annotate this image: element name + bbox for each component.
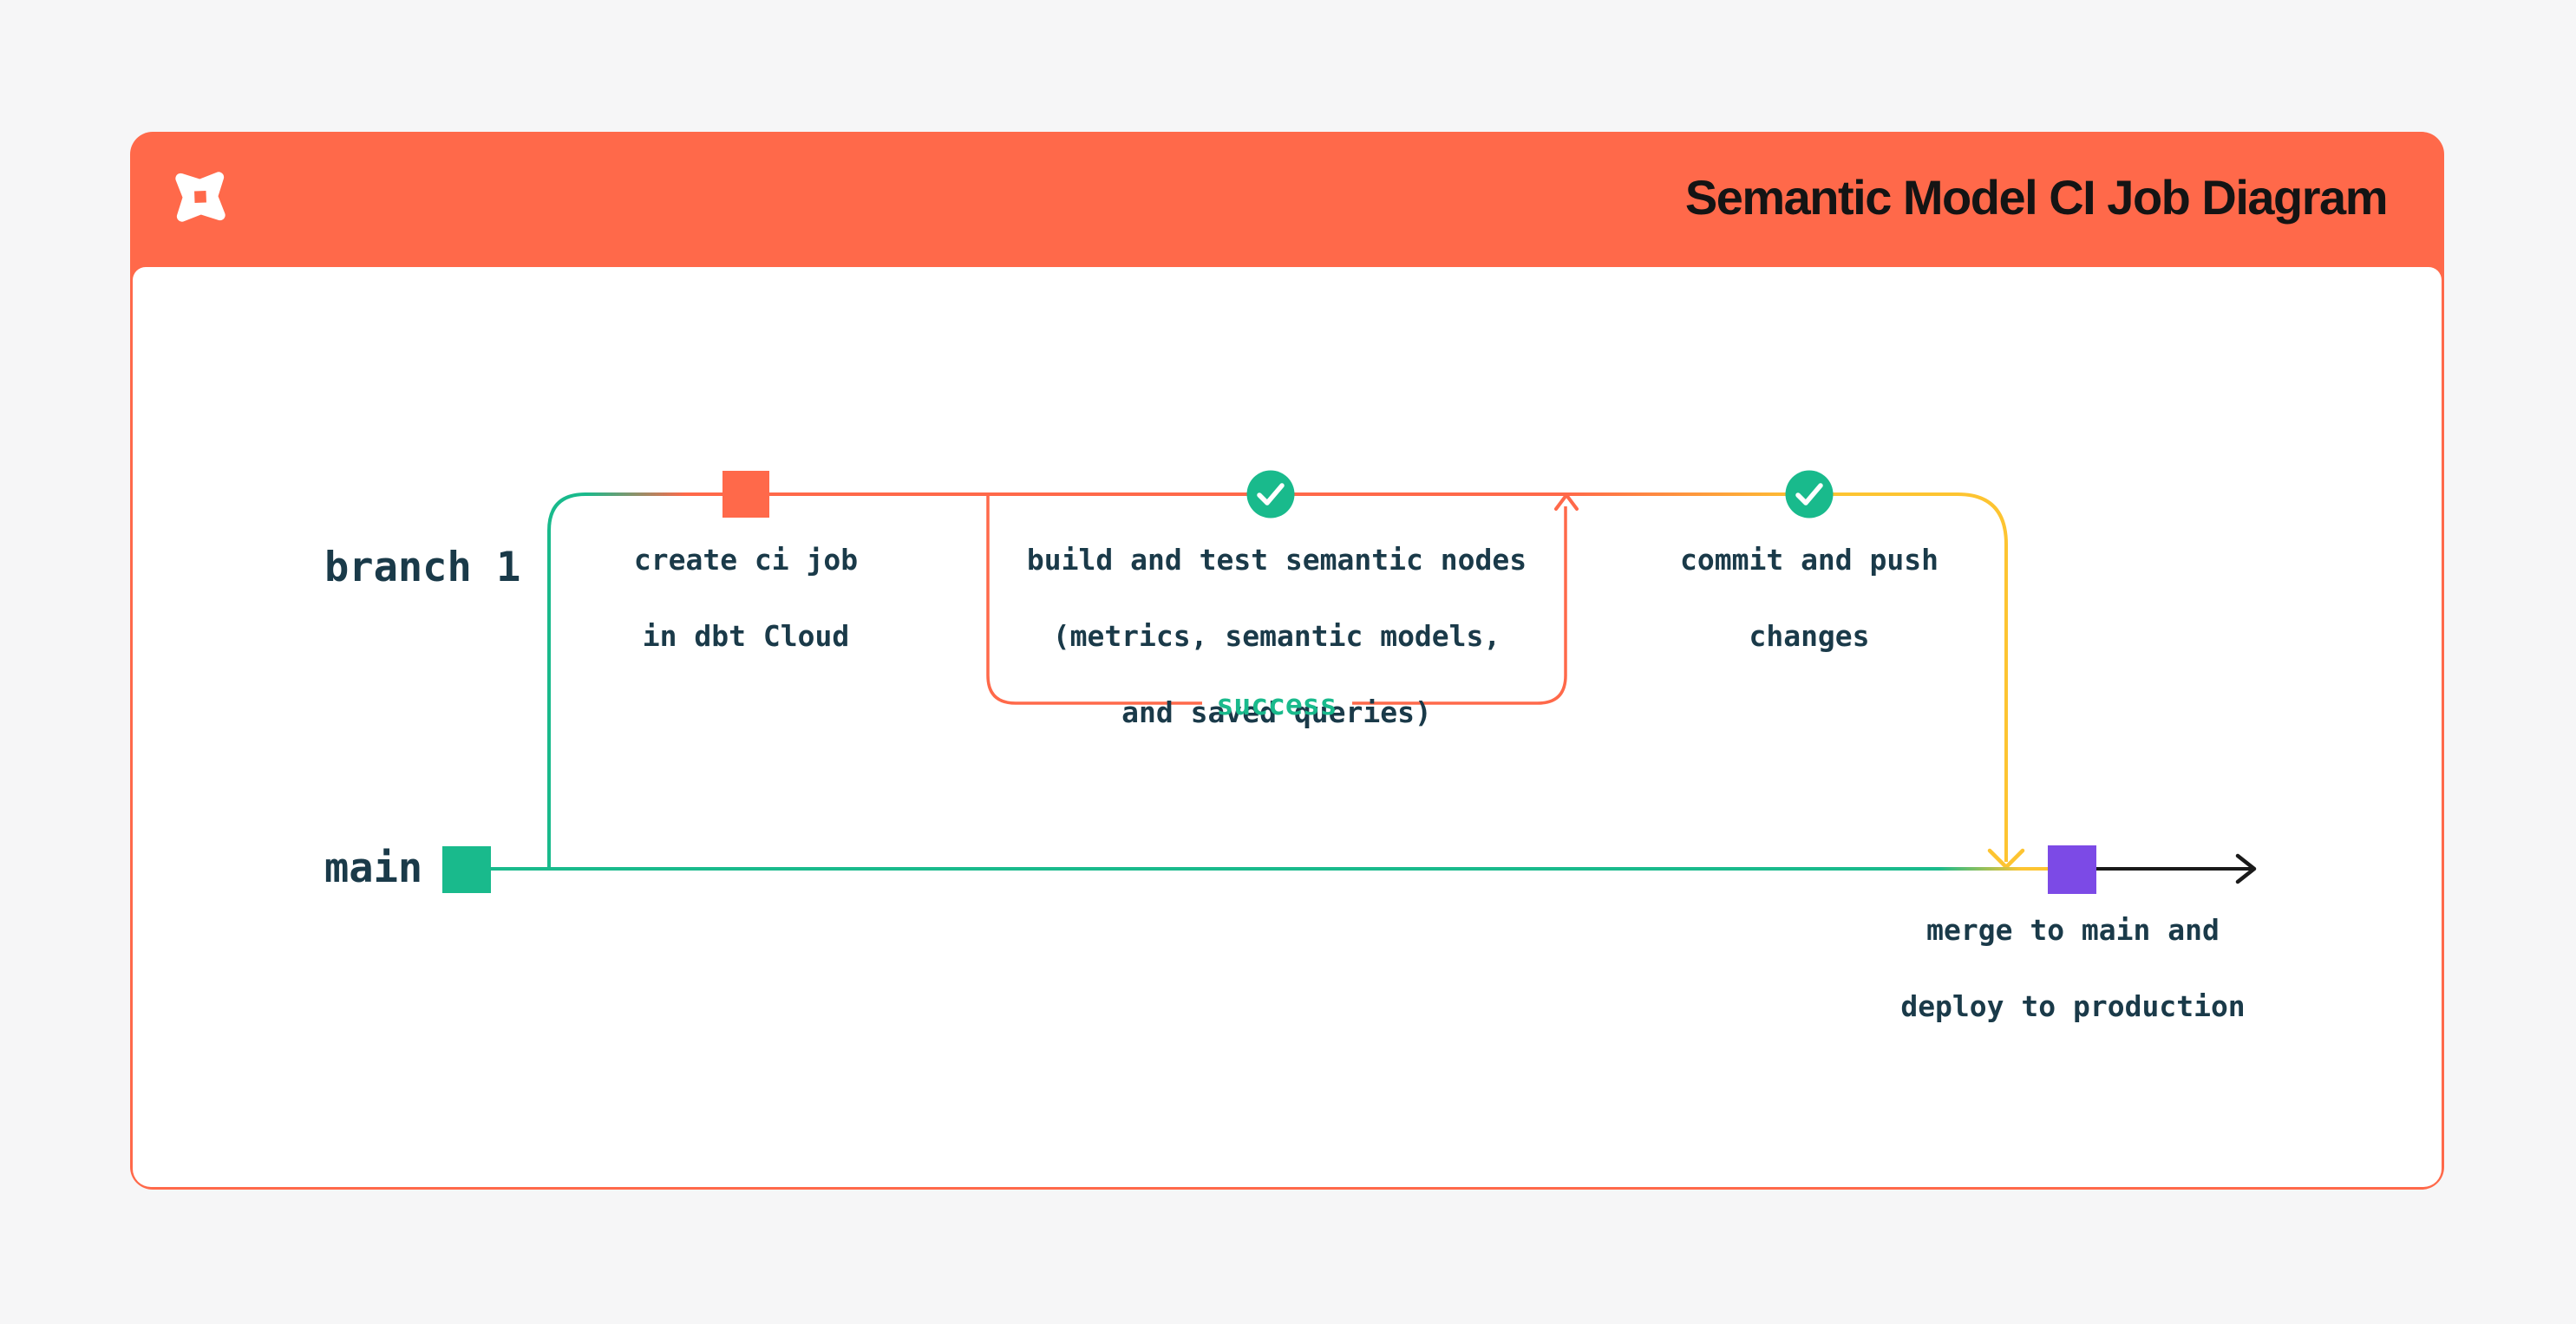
commit-push-line1: commit and push bbox=[1679, 543, 1939, 577]
diagram-card bbox=[130, 132, 2444, 1190]
dbt-logo-icon bbox=[175, 172, 226, 222]
success-loop-right bbox=[1352, 506, 1567, 705]
branch-split-line bbox=[547, 492, 586, 869]
success-loop-left bbox=[986, 496, 1202, 705]
merge-deploy-label: merge to main and deploy to production bbox=[1900, 911, 2245, 1026]
build-test-line3: and saved queries) bbox=[1121, 695, 1432, 729]
merge-down-line bbox=[1957, 492, 2008, 862]
page-title: Semantic Model CI Job Diagram bbox=[1684, 170, 2389, 225]
create-ci-job-line1: create ci job bbox=[633, 543, 859, 577]
success-loop-arrow-up-icon bbox=[1554, 493, 1579, 511]
commit-push-line2: changes bbox=[1749, 619, 1870, 653]
merge-deploy-line2: deploy to production bbox=[1900, 989, 2246, 1023]
success-label: success bbox=[1216, 688, 1337, 721]
main-label: main bbox=[324, 845, 423, 892]
diagram-card-body bbox=[133, 267, 2442, 1187]
build-test-line1: build and test semantic nodes bbox=[1026, 543, 1527, 577]
check-circle-icon-build bbox=[1246, 470, 1295, 519]
build-test-line2: (metrics, semantic models, bbox=[1052, 619, 1501, 653]
logo-center-diamond bbox=[194, 191, 206, 203]
create-ci-job-line2: in dbt Cloud bbox=[642, 619, 850, 653]
merge-deploy-line1: merge to main and bbox=[1926, 913, 2220, 947]
create-ci-job-label: create ci job in dbt Cloud bbox=[634, 541, 858, 655]
commit-square-merge bbox=[2048, 845, 2096, 894]
production-arrow-icon bbox=[2235, 853, 2257, 884]
commit-square-branch bbox=[722, 471, 769, 518]
branch-label: branch 1 bbox=[324, 544, 521, 591]
commit-square-main bbox=[442, 846, 491, 893]
commit-push-label: commit and push changes bbox=[1680, 541, 1939, 655]
check-circle-icon-commit bbox=[1785, 470, 1834, 519]
build-test-label: build and test semantic nodes (metrics, … bbox=[1027, 541, 1527, 732]
